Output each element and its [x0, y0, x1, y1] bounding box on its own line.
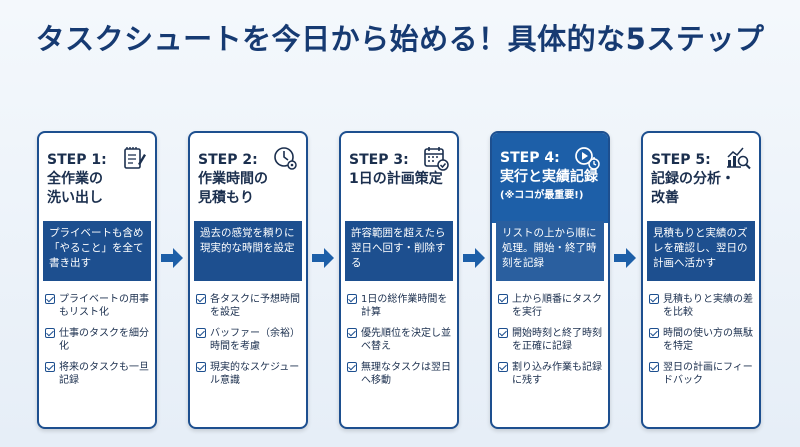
checklist-item: 優先順位を決定し並べ替え — [347, 327, 455, 353]
checklist: 見積もりと実績の差を比較 時間の使い方の無駄を特定 翌日の計画にフィードバック — [649, 293, 757, 395]
checklist: 各タスクに予想時間を設定 バッファー（余裕）時間を考慮 現実的なスケジュール意識 — [196, 293, 304, 395]
step-card-4: STEP 4: 実行と実績記録 (※ココが最重要!) リストの上から順に処理。開… — [490, 131, 610, 429]
checklist-item: 将来のタスクも一旦記録 — [45, 361, 153, 387]
checkbox-icon — [45, 362, 55, 372]
checklist-item: 見積もりと実績の差を比較 — [649, 293, 757, 319]
play-stopwatch-icon — [575, 147, 600, 170]
checklist-item: 各タスクに予想時間を設定 — [196, 293, 304, 319]
step-header: STEP 2: 作業時間の 見積もり — [190, 133, 306, 223]
checkbox-icon — [498, 294, 508, 304]
step-header: STEP 1: 全作業の 洗い出し — [39, 133, 155, 223]
step-header: STEP 3: 1日の計画策定 — [341, 133, 457, 223]
calendar-check-icon — [424, 147, 449, 171]
checklist-item: 上から順番にタスクを実行 — [498, 293, 606, 319]
step-summary: プライベートも含め「やること」を全て書き出す — [43, 221, 151, 281]
checkbox-icon — [45, 294, 55, 304]
checklist-item: 仕事のタスクを細分化 — [45, 327, 153, 353]
step-note: (※ココが最重要!) — [500, 190, 584, 201]
checkbox-icon — [649, 362, 659, 372]
checklist-item: 開始時刻と終了時刻を正確に記録 — [498, 327, 606, 353]
checklist-item: 現実的なスケジュール意識 — [196, 361, 304, 387]
checkbox-icon — [45, 328, 55, 338]
checklist-item: 無理なタスクは翌日へ移動 — [347, 361, 455, 387]
arrow-right-icon — [161, 248, 183, 268]
step-title: 1日の計画策定 — [349, 171, 443, 187]
step-title: 作業時間の 見積もり — [198, 171, 268, 206]
checkbox-icon — [649, 294, 659, 304]
checklist: 上から順番にタスクを実行 開始時刻と終了時刻を正確に記録 割り込み作業も記録に残… — [498, 293, 606, 395]
step-header: STEP 5: 記録の分析・ 改善 — [643, 133, 759, 223]
checklist-item: 翌日の計画にフィードバック — [649, 361, 757, 387]
step-title: 全作業の 洗い出し — [47, 171, 103, 206]
checklist-item: 時間の使い方の無駄を特定 — [649, 327, 757, 353]
step-card-2: STEP 2: 作業時間の 見積もり 過去の感覚を頼りに現実的な時間を設定 各タ… — [188, 131, 308, 429]
step-title: 実行と実績記録 — [500, 169, 598, 185]
step-header: STEP 4: 実行と実績記録 (※ココが最重要!) — [492, 133, 608, 223]
checklist: プライベートの用事もリスト化 仕事のタスクを細分化 将来のタスクも一旦記録 — [45, 293, 153, 395]
checkbox-icon — [347, 328, 357, 338]
checklist-item: 1日の総作業時間を計算 — [347, 293, 455, 319]
page-title: タスクシュートを今日から始める！具体的な5ステップ — [35, 22, 765, 56]
step-number: STEP 5: — [651, 152, 711, 168]
checklist-item: バッファー（余裕）時間を考慮 — [196, 327, 304, 353]
checkbox-icon — [196, 294, 206, 304]
arrow-right-icon — [312, 248, 334, 268]
steps-container: STEP 1: 全作業の 洗い出し プライベートも含め「やること」を全て書き出す… — [37, 131, 769, 431]
step-title: 記録の分析・ 改善 — [651, 171, 735, 206]
step-number: STEP 3: — [349, 152, 409, 168]
step-card-1: STEP 1: 全作業の 洗い出し プライベートも含め「やること」を全て書き出す… — [37, 131, 157, 429]
step-number: STEP 1: — [47, 152, 107, 168]
step-summary: 見積もりと実績のズレを確認し、翌日の計画へ活かす — [647, 221, 755, 281]
step-card-3: STEP 3: 1日の計画策定 許容範囲を超えたら翌日へ回す・削除する 1日の総… — [339, 131, 459, 429]
step-card-5: STEP 5: 記録の分析・ 改善 見積もりと実績のズレを確認し、翌日の計画へ活… — [641, 131, 761, 429]
checkbox-icon — [498, 328, 508, 338]
checkbox-icon — [498, 362, 508, 372]
step-summary: 過去の感覚を頼りに現実的な時間を設定 — [194, 221, 302, 281]
checkbox-icon — [649, 328, 659, 338]
checklist-item: 割り込み作業も記録に残す — [498, 361, 606, 387]
step-summary: 許容範囲を超えたら翌日へ回す・削除する — [345, 221, 453, 281]
arrow-right-icon — [463, 248, 485, 268]
checkbox-icon — [196, 328, 206, 338]
step-number: STEP 2: — [198, 152, 258, 168]
chart-magnifier-icon — [727, 147, 751, 170]
arrow-right-icon — [614, 248, 636, 268]
checkbox-icon — [196, 362, 206, 372]
step-summary: リストの上から順に処理。開始・終了時刻を記録 — [496, 221, 604, 281]
checklist: 1日の総作業時間を計算 優先順位を決定し並べ替え 無理なタスクは翌日へ移動 — [347, 293, 455, 395]
step-number: STEP 4: — [500, 150, 560, 166]
checkbox-icon — [347, 294, 357, 304]
checklist-item: プライベートの用事もリスト化 — [45, 293, 153, 319]
clock-gear-icon — [274, 147, 297, 170]
notepad-icon — [124, 147, 146, 169]
checkbox-icon — [347, 362, 357, 372]
